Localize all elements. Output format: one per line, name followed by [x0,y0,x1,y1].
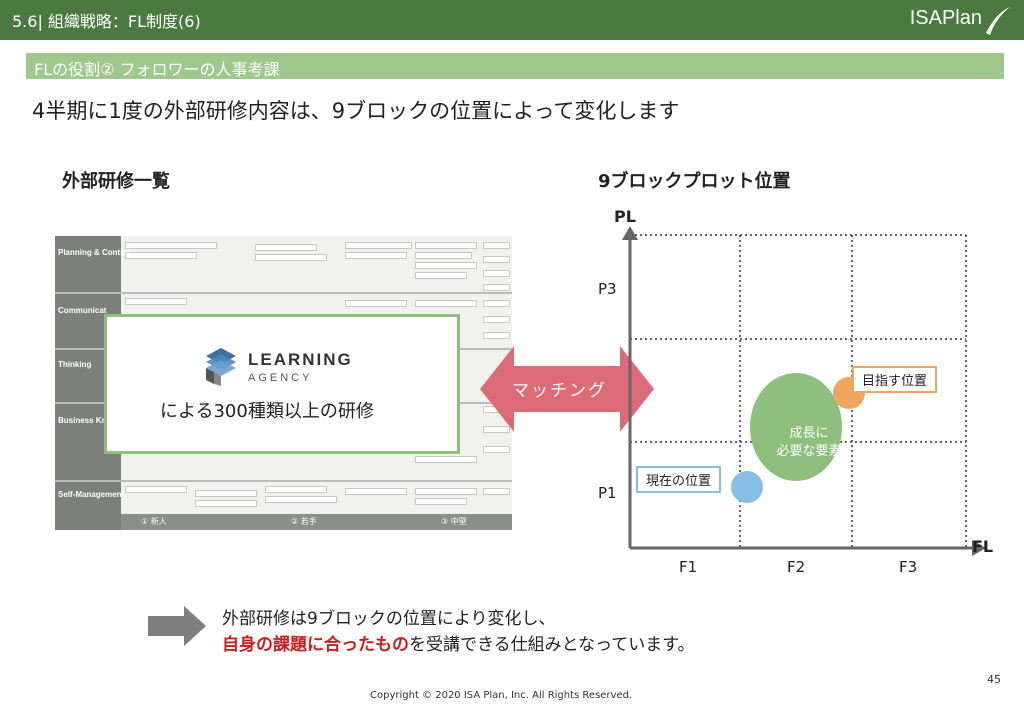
x-tick-f1: F1 [679,558,698,576]
subheader-text: FLの役割② フォロワーの人事考課 [34,60,280,79]
logo-swoosh-icon [986,7,1010,35]
matching-arrow-icon [480,346,654,432]
x-tick-f2: F2 [787,558,806,576]
slide-title: 5.6| 組織戦略：FL制度(6) [12,12,201,31]
course-cell [415,272,467,279]
course-cell [483,332,510,339]
course-cell [415,252,472,259]
left-heading: 外部研修一覧 [62,171,170,192]
category-label: Business Knowle [58,416,125,425]
page-number: 45 [987,673,1001,686]
summary-emphasis: 自身の課題に合ったもの [222,635,409,655]
course-cell [415,456,477,463]
row-divider [55,480,512,482]
matching-label: マッチング [512,381,607,401]
course-cell [345,300,407,307]
category-label: Thinking [58,360,92,369]
course-cell [415,488,477,495]
course-cell [345,252,407,259]
course-cell [483,446,510,453]
course-cell [415,300,477,307]
current-position-label: 現在の位置 [636,466,722,493]
y-tick-p3: P3 [598,280,617,298]
y-axis-label: PL [614,207,636,226]
logo-text: ISAPlan [909,7,982,29]
goal-position-label: 目指す位置 [852,366,938,393]
course-cell [483,256,510,263]
course-cell [195,500,257,507]
course-cell [265,496,337,503]
category-label: Communicat [58,306,107,315]
course-cell [255,254,327,261]
learning-agency-logo-icon [206,348,236,386]
band-label: ② 若手 [291,517,317,526]
summary-line-2: 自身の課題に合ったものを受講できる仕組みとなっています。 [222,630,695,655]
x-tick-f3: F3 [899,558,918,576]
course-cell [483,242,510,249]
learning-agency-box [104,314,460,454]
course-cell [483,488,510,495]
growth-label: 成長に 必要な要素 [776,426,842,459]
course-cell [415,262,477,269]
learning-agency-logo-line2: AGENCY [248,372,313,384]
course-cell [345,488,407,495]
summary-line-1: 外部研修は9ブロックの位置により変化し、 [222,609,556,629]
header-bar: 5.6| 組織戦略：FL制度(6) ISAPlan [0,0,1024,40]
course-cell [125,242,217,249]
course-cell [483,316,510,323]
right-heading: 9ブロックプロット位置 [598,171,791,192]
course-cell [415,498,467,505]
learning-agency-caption: による300種類以上の研修 [160,401,374,422]
summary-rest: を受講できる仕組みとなっています。 [409,635,695,655]
course-cell [195,490,257,497]
course-cell [125,486,187,493]
level-band: ① 新人 ② 若手 ③ 中堅 [121,514,512,530]
course-cell [483,426,510,433]
course-cell [345,242,412,249]
course-cell [483,270,510,277]
y-tick-p1: P1 [598,484,617,502]
course-cell [415,242,477,249]
row-divider [55,292,512,294]
course-cell [265,486,327,493]
learning-agency-logo-line1: LEARNING [248,350,353,369]
category-label: Self-Management [58,490,125,499]
lead-text: 4半期に1度の外部研修内容は、9ブロックの位置によって変化します [32,99,680,123]
subheader-bar: FLの役割② フォロワーの人事考課 [26,53,1004,79]
band-label: ③ 中堅 [441,517,467,526]
category-label: Planning & Control [58,248,131,257]
course-cell [483,300,510,307]
course-cell [125,298,187,305]
x-axis-label: FL [972,537,994,556]
copyright: Copyright © 2020 ISA Plan, Inc. All Righ… [370,690,633,701]
band-label: ① 新人 [141,517,167,526]
course-cell [125,252,197,259]
course-cell [255,244,317,251]
right-arrow-icon [148,606,206,646]
course-cell [483,284,510,291]
